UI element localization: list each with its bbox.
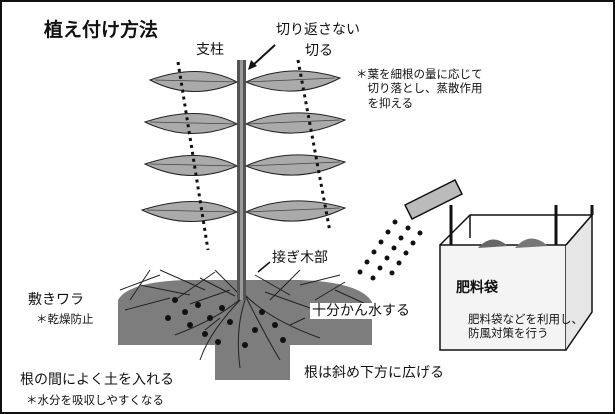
soil-note: ＊水分を吸収しやすくなる xyxy=(26,393,164,407)
label-graft-union: 接ぎ木部 xyxy=(272,250,328,266)
fertilizer-bag-note: 肥料袋などを利用し、 防風対策を行う xyxy=(468,312,583,341)
soil-particles xyxy=(165,297,286,348)
label-root-spread: 根は斜め下方に広げる xyxy=(304,365,444,381)
leaf-trim-note: ＊葉を細根の量に応じて 切り落とし、蒸散作用 を抑える xyxy=(356,67,483,110)
leaves-left xyxy=(140,71,239,223)
leaves-right xyxy=(244,70,347,222)
label-straw-mulch: 敷きワラ xyxy=(28,292,84,308)
water-drops xyxy=(357,219,423,281)
straw-mulch-note: ＊乾燥防止 xyxy=(36,312,94,326)
cut-pointer-arrow xyxy=(251,44,276,67)
cut-lines xyxy=(176,59,332,251)
label-dont-cut-back: 切り返さない xyxy=(276,22,360,38)
soil-mound xyxy=(118,280,372,380)
label-support-post: 支柱 xyxy=(196,42,224,58)
page-title: 植え付け方法 xyxy=(44,19,159,41)
watering-spout xyxy=(403,178,464,221)
label-watering: 十分かん水する xyxy=(310,303,412,320)
straw-mulch xyxy=(119,269,369,311)
label-cut: 切る xyxy=(305,43,333,59)
fertilizer-bag xyxy=(439,205,594,351)
label-soil-between-roots: 根の間によく土を入れる xyxy=(18,372,176,389)
label-fertilizer-bag: 肥料袋 xyxy=(456,280,498,296)
graft-pointer xyxy=(257,261,271,273)
